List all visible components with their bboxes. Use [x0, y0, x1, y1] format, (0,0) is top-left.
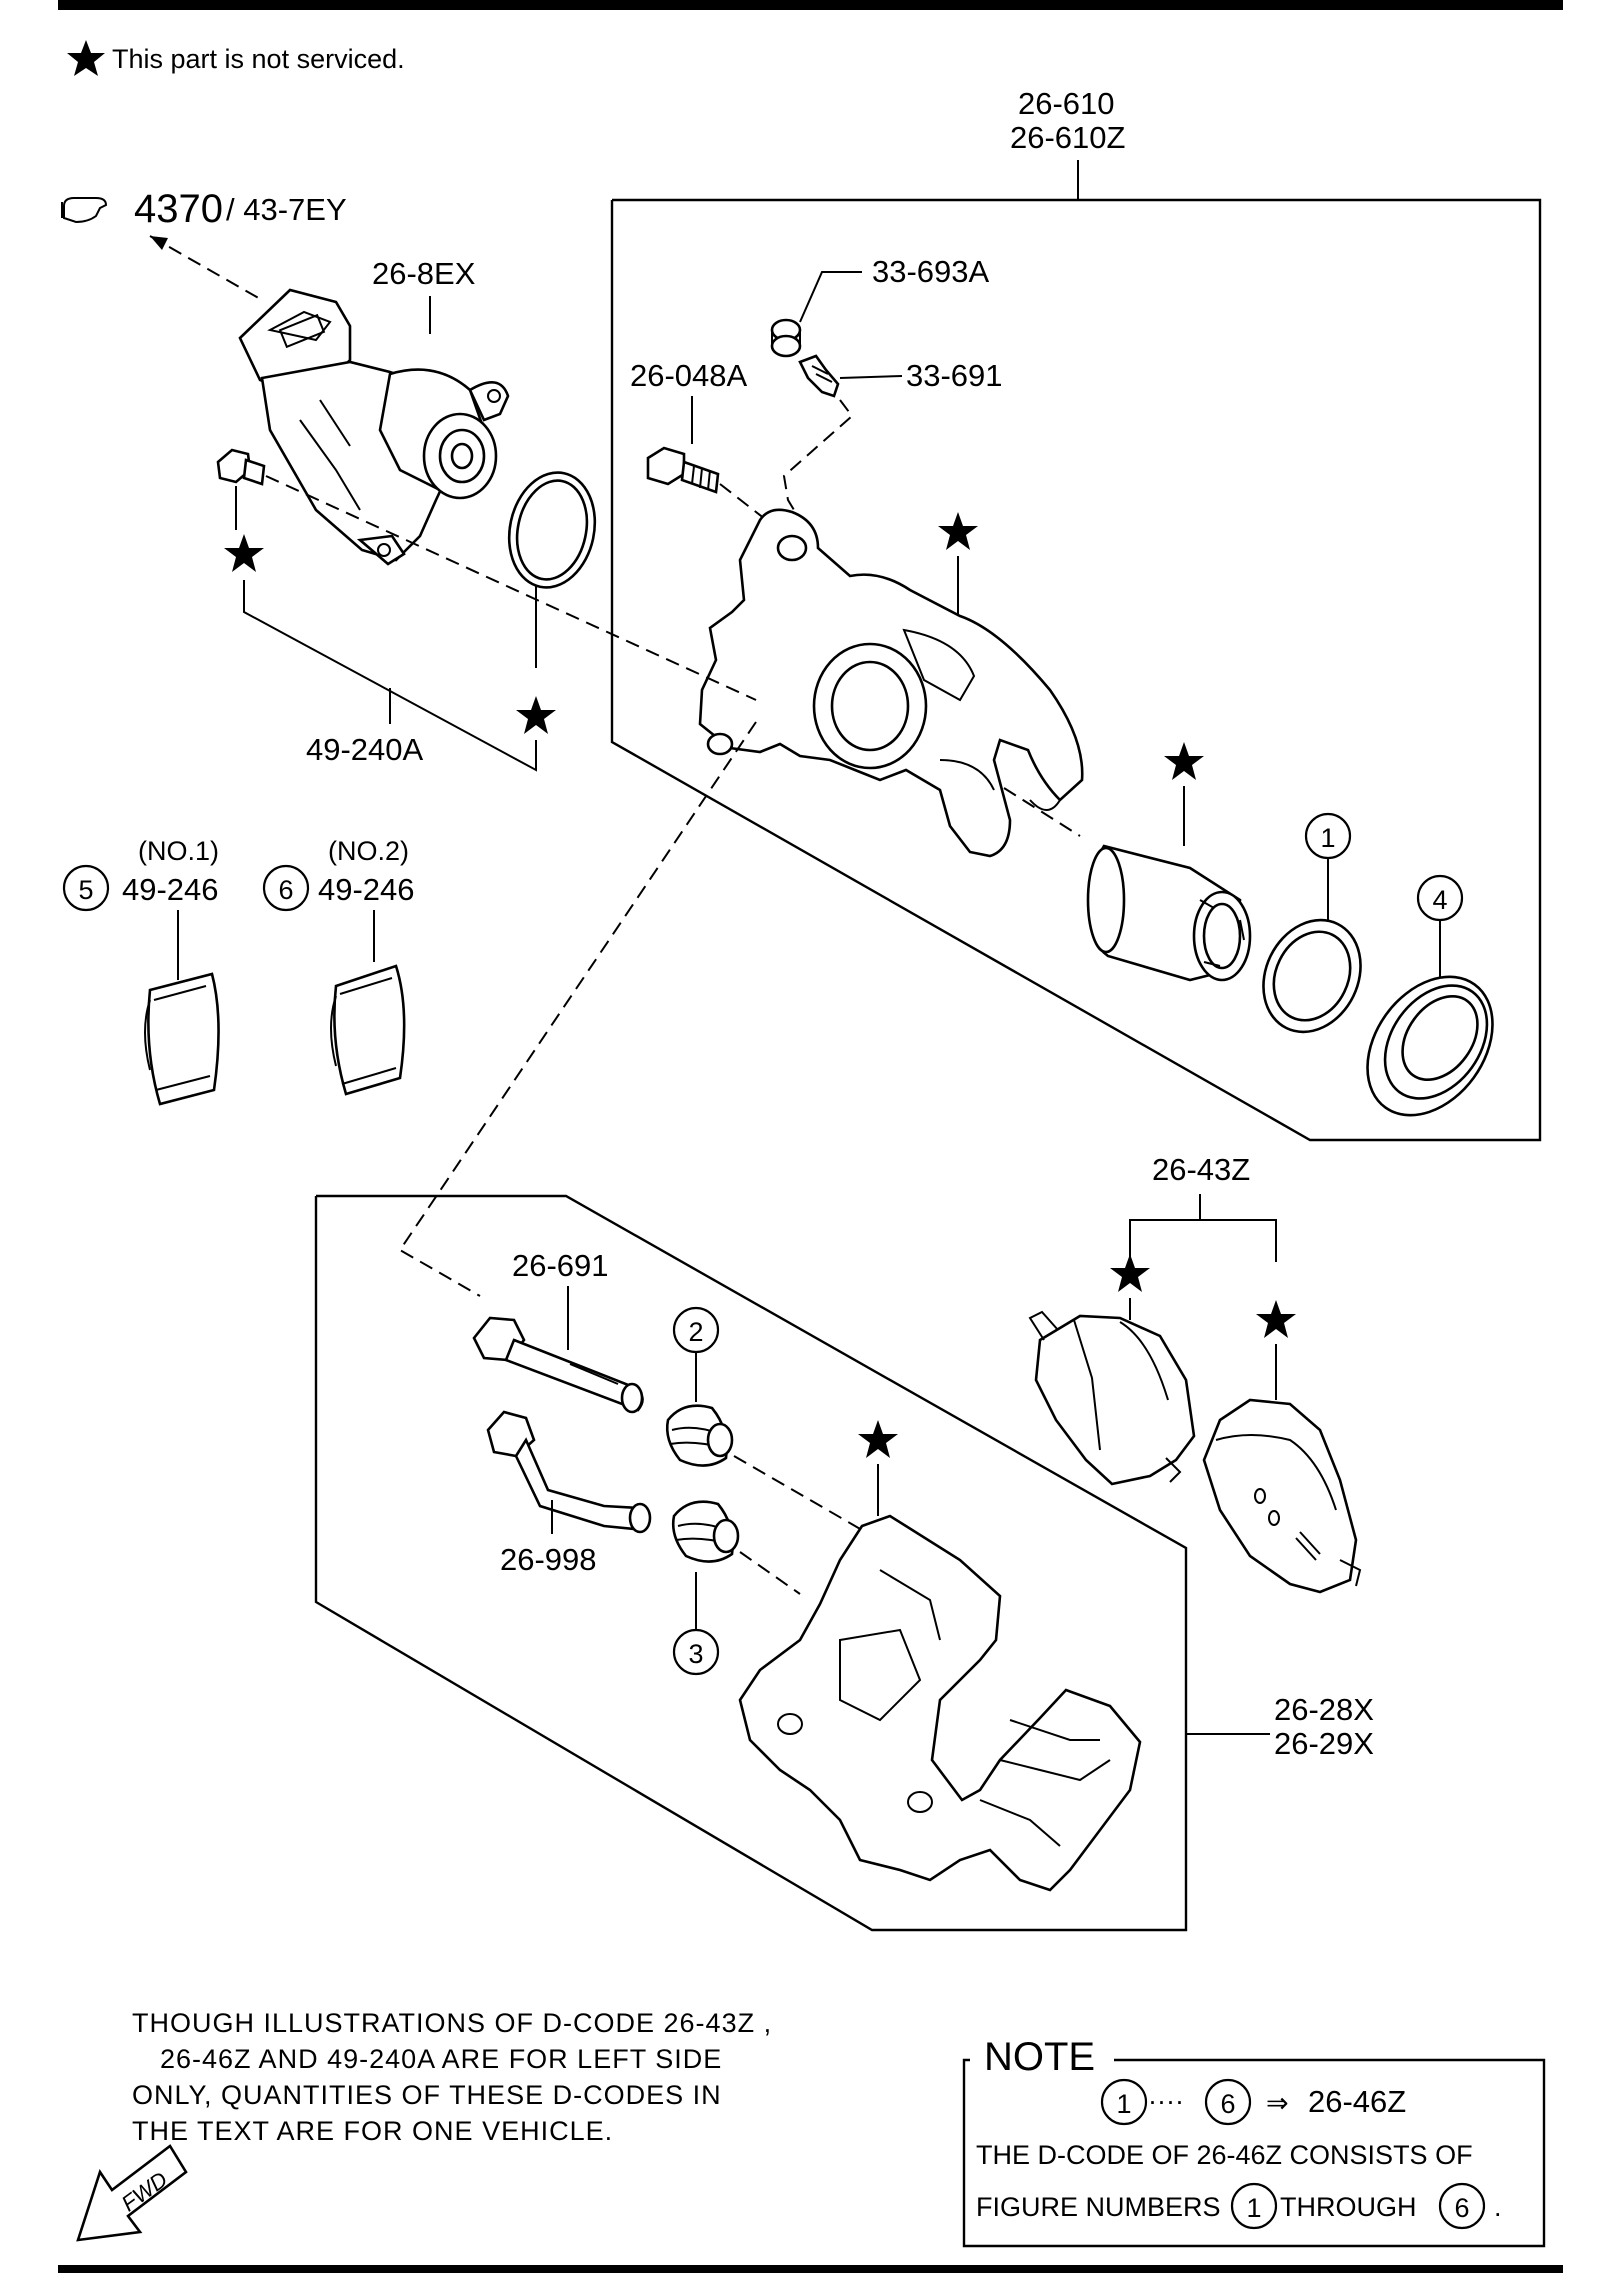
reference-arrowhead	[150, 236, 168, 250]
label-49-246-no1: 49-246	[122, 872, 219, 907]
footnote-line-1: THOUGH ILLUSTRATIONS OF D-CODE 26-43Z ,	[132, 2008, 772, 2038]
label-26-8ex: 26-8EX	[372, 256, 476, 291]
reference-leader	[149, 235, 263, 301]
top-rule	[58, 0, 1563, 10]
circle-number-2[interactable]: 2	[672, 1306, 720, 1354]
svg-text:6: 6	[278, 875, 293, 905]
mounting-bracket-box	[314, 1194, 1188, 1932]
note-box: NOTE 1 ···· 6 ⇒ 26-46Z THE D-CODE OF 26-…	[962, 2035, 1546, 2248]
piston-seal-part[interactable]	[1245, 904, 1379, 1049]
svg-text:5: 5	[78, 875, 93, 905]
star-icon	[516, 696, 556, 734]
label-33-693a: 33-693A	[872, 254, 990, 289]
caliper-body-part[interactable]	[698, 508, 1084, 858]
circle-number-6[interactable]: 6	[262, 864, 310, 912]
circle-number-5[interactable]: 5	[62, 864, 110, 912]
bottom-rule	[58, 2265, 1563, 2273]
reference-major[interactable]: 4370	[134, 187, 223, 231]
guide-bolt-part[interactable]	[646, 446, 720, 494]
brake-pad-outer-part[interactable]	[1028, 1310, 1196, 1486]
star-icon	[224, 534, 264, 572]
pin-boot-upper-part[interactable]	[665, 1404, 734, 1467]
note-line-3-b: THROUGH	[1280, 2192, 1417, 2222]
o-ring-part[interactable]	[499, 465, 605, 596]
note-line-3-circle-1: 1	[1230, 2182, 1278, 2230]
reference-minor[interactable]: / 43-7EY	[226, 192, 347, 227]
circle-number-1[interactable]: 1	[1304, 812, 1352, 860]
note-line-3-circle-6: 6	[1438, 2182, 1486, 2230]
circle-number-4[interactable]: 4	[1416, 874, 1464, 922]
svg-text:3: 3	[688, 1639, 703, 1669]
footnote-line-2: 26-46Z AND 49-240A ARE FOR LEFT SIDE	[160, 2044, 722, 2074]
note-line-3-c: .	[1494, 2192, 1502, 2222]
label-no2: (NO.2)	[328, 836, 409, 866]
star-icon	[938, 512, 978, 550]
star-icon	[858, 1420, 898, 1458]
guide-pin-lower-part[interactable]	[486, 1410, 652, 1534]
pad-shim-no1-part[interactable]	[144, 972, 220, 1106]
footnote-line-4: THE TEXT ARE FOR ONE VEHICLE.	[132, 2116, 613, 2146]
brake-pad-inner-part[interactable]	[1202, 1398, 1362, 1594]
label-49-246-no2: 49-246	[318, 872, 415, 907]
legend-star-icon	[67, 40, 105, 76]
circle-number-3[interactable]: 3	[672, 1628, 720, 1676]
note-line-3-a: FIGURE NUMBERS	[976, 2192, 1221, 2222]
label-26-691: 26-691	[512, 1248, 609, 1283]
svg-text:1: 1	[1116, 2089, 1131, 2119]
fwd-arrow-icon: FWD	[76, 2144, 188, 2242]
guide-pin-upper-part[interactable]	[472, 1316, 644, 1414]
star-icon	[1256, 1300, 1296, 1338]
svg-text:2: 2	[688, 1317, 703, 1347]
pad-shim-no2-part[interactable]	[330, 964, 406, 1096]
label-33-691: 33-691	[906, 358, 1003, 393]
label-no1: (NO.1)	[138, 836, 219, 866]
note-range-dots: ····	[1148, 2086, 1184, 2116]
svg-text:1: 1	[1320, 823, 1335, 853]
bleeder-cap-part[interactable]	[770, 318, 802, 358]
label-26-28x: 26-28X	[1274, 1692, 1374, 1727]
note-title: NOTE	[984, 2035, 1095, 2079]
caliper-assembly-box	[610, 198, 1542, 1142]
footnote-line-3: ONLY, QUANTITIES OF THESE D-CODES IN	[132, 2080, 722, 2110]
note-range-to-circle: 6	[1204, 2078, 1252, 2126]
note-line-2: THE D-CODE OF 26-46Z CONSISTS OF	[976, 2140, 1473, 2170]
svg-text:1: 1	[1246, 2193, 1261, 2223]
label-26-610z: 26-610Z	[1010, 120, 1125, 155]
parking-brake-motor-part[interactable]	[238, 288, 510, 566]
hand-pointer-icon	[61, 197, 108, 224]
label-26-43z: 26-43Z	[1152, 1152, 1250, 1187]
star-icon	[1164, 742, 1204, 780]
label-26-048a: 26-048A	[630, 358, 748, 393]
pin-boot-lower-part[interactable]	[671, 1500, 740, 1563]
note-arrow: ⇒	[1266, 2088, 1289, 2118]
svg-text:6: 6	[1220, 2089, 1235, 2119]
svg-text:6: 6	[1454, 2193, 1469, 2223]
mounting-bracket-part[interactable]	[738, 1514, 1142, 1892]
piston-part[interactable]	[1086, 844, 1252, 982]
label-26-610: 26-610	[1018, 86, 1115, 121]
label-26-29x: 26-29X	[1274, 1726, 1374, 1761]
note-range-code: 26-46Z	[1308, 2084, 1406, 2119]
label-49-240a: 49-240A	[306, 732, 424, 767]
label-26-998: 26-998	[500, 1542, 597, 1577]
svg-text:4: 4	[1432, 885, 1447, 915]
motor-bolt-part[interactable]	[216, 448, 266, 486]
bleeder-screw-part[interactable]	[798, 354, 840, 398]
dust-boot-part[interactable]	[1342, 953, 1519, 1139]
legend-text: This part is not serviced.	[112, 44, 405, 74]
note-range-from-circle: 1	[1100, 2078, 1148, 2126]
star-icon	[1110, 1254, 1150, 1292]
